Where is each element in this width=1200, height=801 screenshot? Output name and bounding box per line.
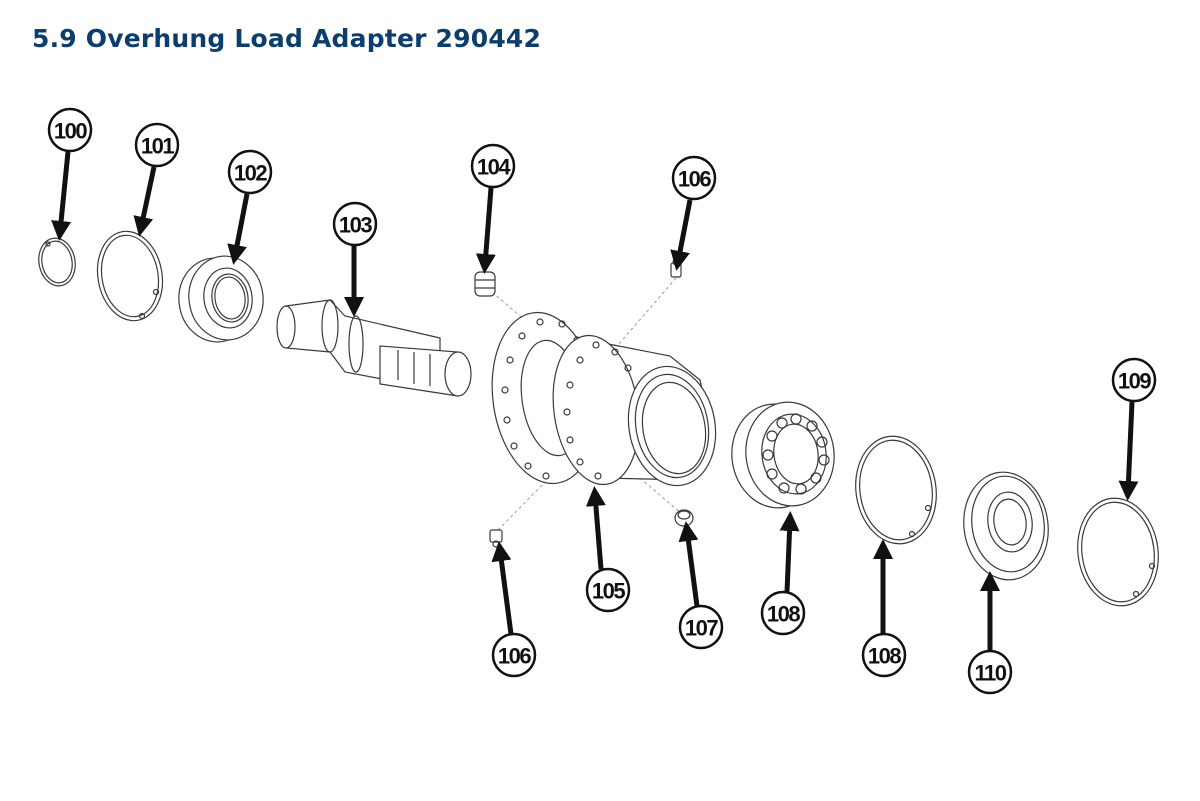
callout-label: 108 (767, 602, 800, 627)
part-roller-bearing (731, 401, 835, 509)
callout-label: 105 (592, 579, 625, 604)
part-retaining-ring-small (38, 237, 76, 287)
callout-107: 107 (678, 604, 724, 650)
part-housing (491, 311, 717, 487)
part-bearing (178, 255, 264, 343)
part-retaining-ring (96, 230, 164, 322)
callout-108-ring: 108 (861, 632, 907, 678)
callout-arrow (1118, 401, 1139, 501)
part-plug-bottom (674, 509, 694, 527)
part-grease-fitting-bottom (489, 529, 503, 548)
callout-label: 101 (141, 134, 174, 159)
callout-102: 102 (227, 149, 273, 195)
callout-arrow (133, 166, 157, 237)
callout-label: 106 (498, 644, 531, 669)
callout-106-bottom: 106 (491, 632, 537, 678)
callout-101: 101 (134, 122, 180, 168)
part-retaining-ring-mid (855, 435, 937, 545)
callout-106-top: 106 (671, 155, 717, 201)
part-plug-top (474, 271, 496, 297)
callout-104: 104 (470, 143, 516, 189)
callout-105: 105 (585, 567, 631, 613)
callout-label: 104 (477, 155, 511, 180)
part-shaft (276, 299, 472, 397)
callout-arrows (51, 151, 1139, 650)
callout-label: 100 (54, 119, 87, 144)
callout-109: 109 (1111, 357, 1157, 403)
callout-100: 100 (47, 107, 93, 153)
callout-label: 102 (234, 161, 267, 186)
callout-110: 110 (967, 649, 1013, 695)
callout-label: 107 (685, 616, 718, 641)
callout-label: 108 (868, 644, 901, 669)
callout-label: 110 (975, 661, 1007, 686)
page-title: 5.9 Overhung Load Adapter 290442 (32, 24, 542, 53)
callout-arrow (491, 541, 514, 635)
callout-arrow (670, 199, 693, 271)
callout-108-bearing: 108 (760, 590, 806, 636)
bearing-rollers (762, 413, 830, 495)
part-seal (963, 471, 1049, 581)
callout-arrow (475, 187, 496, 274)
part-retaining-ring-large (1077, 497, 1159, 607)
callout-arrow (51, 151, 72, 241)
housing-bolt-holes (563, 341, 632, 480)
callout-103: 103 (332, 201, 378, 247)
callout-label: 109 (1118, 369, 1151, 394)
callout-arrow (779, 511, 800, 593)
callout-arrow (227, 193, 250, 265)
callout-arrow (678, 521, 700, 607)
callout-label: 103 (339, 213, 372, 238)
callout-label: 106 (678, 167, 711, 192)
callout-arrow (585, 486, 606, 570)
